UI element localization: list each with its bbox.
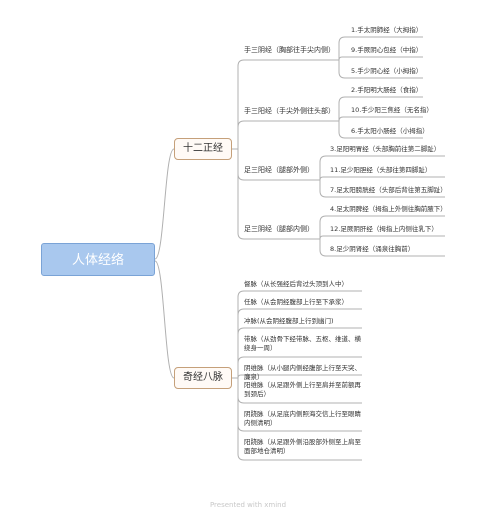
edge-eight-item-7	[232, 377, 245, 461]
leaf-yangwei-vessel[interactable]: 阳维脉（从足跟外侧上行至肩并至前额再到颈后）	[244, 381, 361, 398]
leaf-yangqiao-vessel[interactable]: 阳跷脉（从足跟外侧沿股部外侧至上肩至面部地仓清明）	[244, 438, 361, 455]
edge-group-1-leaf-1	[333, 116, 351, 122]
edge-eight-item-2	[232, 327, 245, 379]
leaf-dai-vessel[interactable]: 带脉（从劲骨下经带脉、五枢、维道、横绕身一周）	[244, 335, 361, 352]
leaf-du-vessel[interactable]: 督脉（从长强经后背过头顶到人中）	[244, 280, 348, 288]
leaf-yinqiao-vessel[interactable]: 阴跷脉（从足底内侧照海交信上行至眼睛内侧清明）	[244, 410, 361, 427]
edge-group-0-leaf-0	[333, 36, 351, 61]
edge-twelve-group-3	[232, 148, 245, 240]
leaf-chong-vessel[interactable]: 冲脉(从会阴经腹部上行到幽门)	[244, 317, 334, 325]
edge-twelve-group-0	[232, 59, 245, 150]
group-hand-three-yin[interactable]: 手三阴经（胸部往手尖内侧）	[244, 46, 335, 54]
group-hand-three-yang[interactable]: 手三阳经（手尖外侧往头部）	[244, 107, 335, 115]
leaf-gallbladder-meridian[interactable]: 11.足少阳胆经（头部往第四脚趾）	[330, 166, 432, 174]
edge-root-eight	[154, 260, 175, 379]
leaf-triple-burner-meridian[interactable]: 10.手少阳三焦经（无名指）	[351, 106, 433, 114]
edge-eight-item-1	[232, 308, 245, 379]
edge-group-3-leaf-0	[314, 215, 330, 240]
group-foot-three-yang[interactable]: 足三阳经（腿部外侧）	[244, 166, 314, 174]
edge-eight-item-0	[232, 290, 245, 379]
xmind-footer: Presented with xmind	[209, 501, 287, 509]
branch-twelve-meridians[interactable]: 十二正经	[174, 138, 232, 160]
leaf-spleen-meridian[interactable]: 4.足太阴脾经（拇指上外侧往胸前腋下）	[330, 205, 447, 213]
leaf-yinwei-vessel[interactable]: 阴维脉（从小腿内侧经腹部上行至天突、廉泉）	[244, 364, 361, 381]
edge-twelve-group-1	[232, 120, 245, 150]
group-foot-three-yin[interactable]: 足三阴经（腿部内侧）	[244, 225, 314, 233]
leaf-heart-meridian[interactable]: 5.手少阴心经（小拇指）	[351, 67, 423, 75]
edge-group-1-leaf-0	[333, 96, 351, 122]
edge-group-3-leaf-2	[314, 238, 330, 257]
edge-group-2-leaf-2	[314, 179, 330, 198]
edge-group-1-leaf-2	[333, 120, 351, 139]
leaf-large-intestine-meridian[interactable]: 2.手阳明大肠经（食指）	[351, 86, 423, 94]
leaf-stomach-meridian[interactable]: 3.足阳明胃经（头部胸前往第二脚趾）	[330, 145, 441, 153]
leaf-bladder-meridian[interactable]: 7.足太阳膀胱经（头部后背往第五脚趾）	[330, 186, 447, 194]
root-node[interactable]: 人体经络	[41, 243, 155, 276]
leaf-liver-meridian[interactable]: 12.足厥阴肝经（拇指上内侧往乳下）	[330, 225, 438, 233]
edge-eight-item-3	[232, 356, 245, 379]
leaf-small-intestine-meridian[interactable]: 6.手太阳小肠经（小拇指）	[351, 127, 429, 135]
edge-root-twelve	[154, 148, 175, 260]
branch-eight-extra-meridians[interactable]: 奇经八脉	[174, 367, 232, 389]
leaf-lung-meridian[interactable]: 1.手太阴肺经（大拇指）	[351, 26, 423, 34]
edge-group-2-leaf-0	[314, 155, 330, 181]
leaf-pericardium-meridian[interactable]: 9.手厥阴心包经（中指）	[351, 46, 423, 54]
edge-group-0-leaf-2	[333, 59, 351, 79]
leaf-kidney-meridian[interactable]: 8.足少阴肾经（涌泉往胸前）	[330, 245, 415, 253]
leaf-ren-vessel[interactable]: 任脉（从会阴经腹部上行至下承浆）	[244, 298, 348, 306]
